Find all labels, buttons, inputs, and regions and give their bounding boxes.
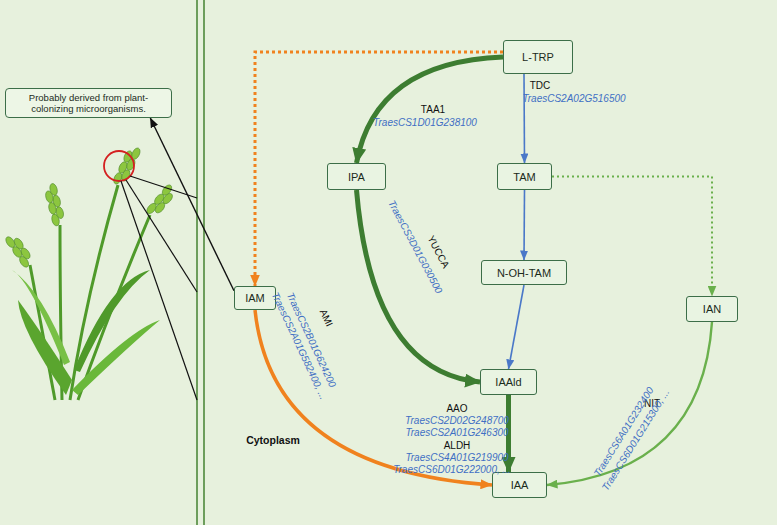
node-text: IPA [348, 171, 365, 183]
membrane-line [203, 0, 205, 525]
highlight-circle [104, 151, 134, 181]
leader-line [121, 181, 197, 400]
enzyme-name: TAA1 [421, 105, 445, 115]
membrane-line [196, 0, 198, 525]
metabolite-box: IAA [492, 472, 547, 498]
node-text: IAA [511, 479, 529, 491]
pathway-arrow [509, 285, 525, 369]
gene-id: TraesCS1D01G238100 [373, 118, 477, 128]
metabolite-box: IAM [234, 286, 276, 310]
gene-id: TraesCS2A02G516500 [522, 94, 625, 104]
wheat-ear [145, 183, 178, 219]
node-text: N-OH-TAM [497, 267, 551, 279]
metabolite-box: L-TRP [503, 40, 573, 74]
metabolite-box: N-OH-TAM [481, 260, 567, 285]
metabolite-box: IPA [327, 163, 386, 190]
wheat-leaf [74, 270, 150, 372]
metabolite-box: IAN [686, 296, 738, 322]
compartment-label: Cytoplasm [246, 435, 300, 446]
metabolite-box: IAAld [480, 369, 537, 395]
leader-line [126, 180, 197, 292]
wheat-ear [43, 183, 66, 227]
note-box: Probably derived from plant-colonizing m… [5, 88, 172, 118]
pathway-arrow [523, 74, 525, 163]
pathway-arrow [255, 52, 503, 286]
gene-id: TraesCS2A01G246300 [405, 428, 508, 438]
pathway-arrow [357, 190, 481, 382]
enzyme-name: AAO [446, 404, 467, 414]
node-text: L-TRP [522, 51, 554, 63]
node-text: Probably derived from plant-colonizing m… [10, 92, 167, 114]
pathway-arrow [552, 177, 712, 297]
node-text: IAN [703, 303, 721, 315]
wheat-leaf [12, 270, 70, 365]
pathway-arrow [357, 57, 504, 163]
gene-id: TraesCS4A01G219900 [405, 453, 508, 463]
wheat-ear [4, 232, 35, 269]
metabolite-box: TAM [497, 163, 552, 190]
pathway-arrow [523, 190, 525, 260]
pathway-arrow [547, 322, 712, 485]
pathway-arrow [150, 118, 234, 291]
gene-id: TraesCS6D01G222000, ... [393, 465, 511, 475]
enzyme-name: TDC [530, 81, 551, 91]
node-text: IAM [245, 292, 265, 304]
enzyme-name: ALDH [444, 441, 471, 451]
gene-id: TraesCS2D02G248700 [405, 416, 509, 426]
enzyme-name: AMI [318, 308, 335, 328]
node-text: IAAld [495, 376, 521, 388]
node-text: TAM [513, 171, 535, 183]
